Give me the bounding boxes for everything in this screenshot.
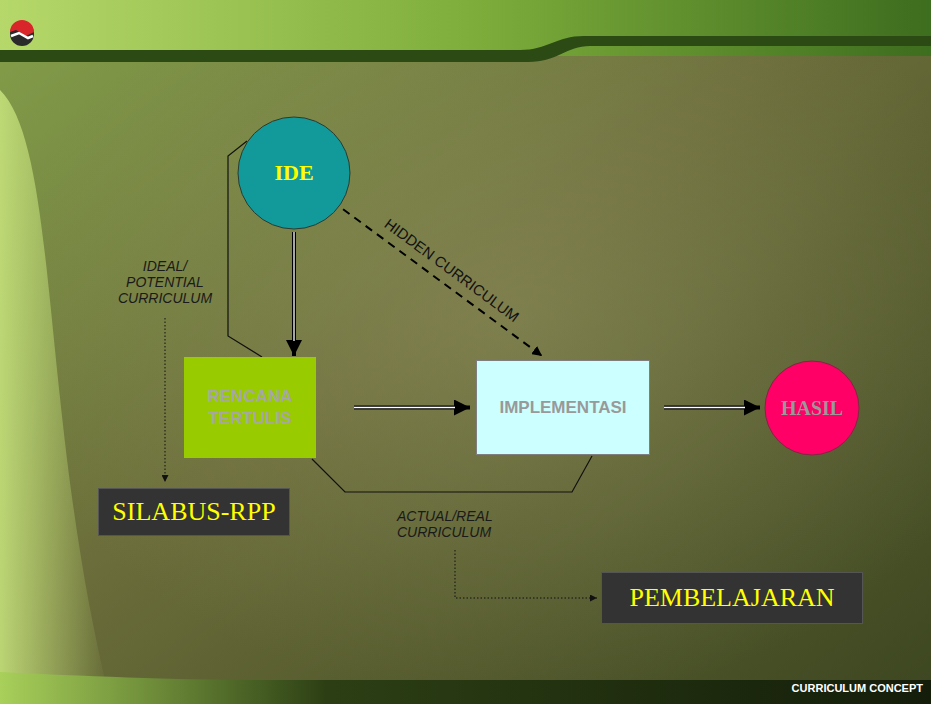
logo-white [11,33,33,38]
implementation-box: IMPLEMENTASI [476,360,650,455]
curriculum-type-label: ACTUAL/REAL CURRICULUM [397,508,517,540]
curriculum-type-label: IDEAL/ POTENTIAL CURRICULUM [113,258,217,306]
footer-title: CURRICULUM CONCEPT [792,682,923,695]
header-bar [0,0,931,56]
arrow-shaft-core [664,407,745,408]
learning-box: PEMBELAJARAN [601,572,863,625]
text-wrap: IMPLEMENTASI [499,397,626,418]
text-wrap: SILABUS-RPP [112,496,275,529]
text-wrap: RENCANA TERTULIS [194,386,306,429]
dashed-arrow [343,209,542,356]
circle-fill [765,361,859,455]
plan-box: RENCANA TERTULIS [184,357,316,458]
circle-fill [238,117,350,229]
arrow-shaft-core [354,407,455,408]
text-wrap: PEMBELAJARAN [629,582,834,615]
leader-line [455,550,597,598]
syllabus-box: SILABUS-RPP [98,488,290,537]
arrow-shaft-core [293,232,294,341]
node-text: HASIL [781,396,843,421]
flow-arrow [664,406,760,410]
node-text: PEMBELAJARAN [629,582,834,615]
flow-arrow [354,406,470,410]
node-text: RENCANA TERTULIS [194,386,306,429]
flow-arrow [292,232,296,356]
result-circle: HASIL [764,360,860,456]
edge-label: HIDDEN CURRICULUM [382,215,522,324]
leader-line [165,318,166,482]
left-light-band [0,90,110,704]
header-band [0,36,931,62]
logo-icon [10,20,34,46]
footer-bar [0,672,931,704]
text-wrap: IDE [274,159,313,187]
idea-circle: IDE [237,116,351,230]
text-wrap: HASIL [781,396,843,421]
node-text: IDE [274,159,313,187]
bracket-line [312,456,592,492]
node-text: IMPLEMENTASI [499,397,626,418]
node-text: SILABUS-RPP [112,496,275,529]
